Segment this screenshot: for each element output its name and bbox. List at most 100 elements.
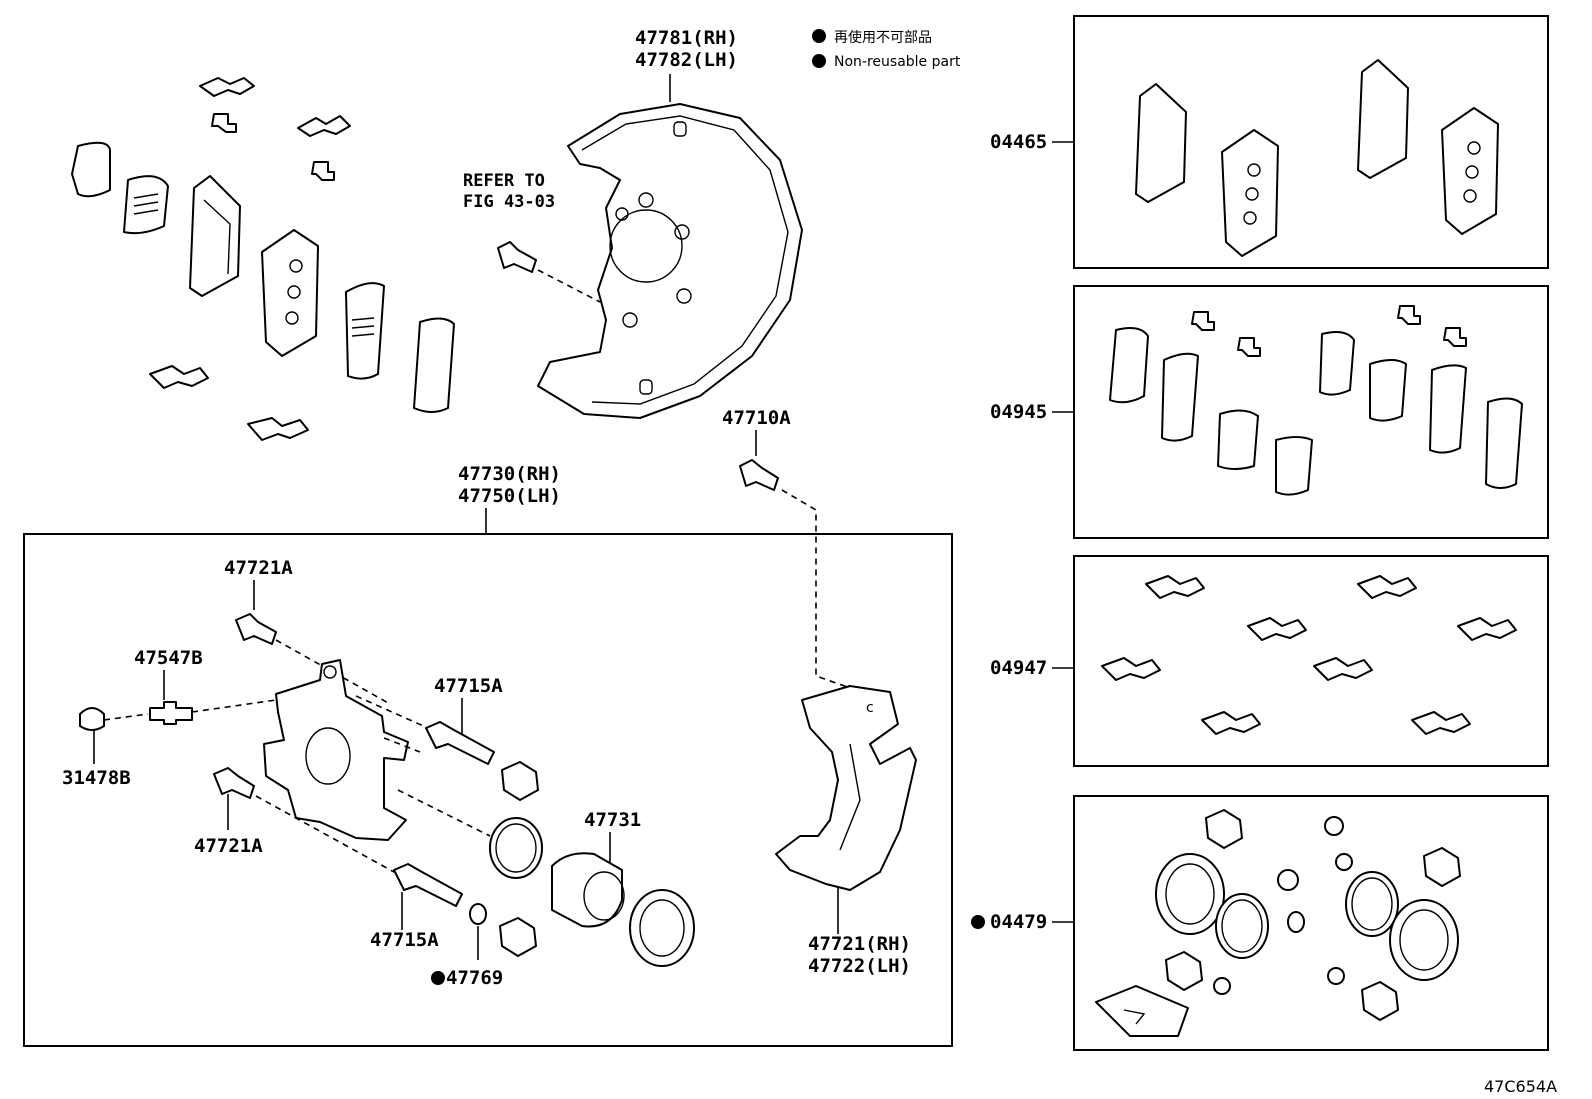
label-kit-04945: 04945: [990, 401, 1047, 423]
brake-pad-icon: [261, 229, 319, 357]
label-dust-cover-lh: 47782(LH): [635, 49, 738, 71]
seal-ring-icon: [1277, 869, 1299, 891]
pad-clip-icon: [1457, 617, 1517, 641]
dust-cover-group: 47781(RH) 47782(LH): [537, 27, 803, 419]
pad-shim-icon: [1369, 359, 1407, 422]
brake-pad-icon: [1221, 129, 1279, 257]
pad-shim-icon: [1275, 436, 1313, 496]
bolt-icon: [235, 613, 277, 645]
grease-packet-icon: [1095, 985, 1189, 1037]
brake-pad-icon: [1357, 59, 1409, 179]
kit-04465: 04465: [990, 15, 1549, 269]
legend-en: Non-reusable part: [834, 54, 961, 70]
label-bolt-47721A-bottom: 47721A: [194, 835, 263, 857]
reference-line1: REFER TO: [463, 171, 545, 191]
figure-code: 47C654A: [1484, 1077, 1557, 1096]
label-piston-47731: 47731: [584, 809, 641, 831]
pad-clip-icon: [1201, 711, 1261, 735]
disc-dust-cover-icon: [537, 103, 803, 419]
caliper-body-icon: [263, 659, 409, 841]
anti-rattle-spring-icon: [1443, 327, 1467, 347]
brake-pad-icon: [189, 175, 241, 297]
brake-pad-icon: [1135, 83, 1187, 203]
pad-shim-icon: [345, 282, 385, 380]
slide-pin-icon: [425, 721, 495, 765]
pad-shim-icon: [71, 141, 111, 198]
seal-ring-icon: [1287, 911, 1305, 933]
seal-ring-icon: [469, 903, 487, 925]
label-kit-04947: 04947: [990, 657, 1047, 679]
pad-clip-icon: [247, 417, 309, 441]
bolt-icon: [497, 241, 537, 273]
label-pin-47715A-bottom: 47715A: [370, 929, 439, 951]
label-ring-47769: 47769: [446, 967, 503, 989]
pad-shim-icon: [1485, 397, 1523, 489]
seal-ring-icon: [1324, 816, 1344, 836]
bolt-icon: [213, 767, 255, 799]
pad-clip-icon: [1357, 575, 1417, 599]
label-cap-31478B: 31478B: [62, 767, 131, 789]
brake-pad-icon: [1441, 107, 1499, 235]
label-dust-cover-rh: 47781(RH): [635, 27, 738, 49]
pin-boot-icon: [501, 761, 539, 801]
label-bolt-47721A-top: 47721A: [224, 557, 293, 579]
kit-04465-frame: [1073, 15, 1549, 269]
label-kit-04465: 04465: [990, 131, 1047, 153]
seal-ring-icon: [1335, 853, 1353, 871]
piston-boot-icon: [1155, 853, 1225, 935]
label-caliper-lh: 47750(LH): [458, 485, 561, 507]
anti-rattle-spring-icon: [311, 161, 335, 181]
non-reusable-marker-icon: [431, 971, 445, 985]
reference-line2: FIG 43-03: [463, 192, 555, 212]
label-kit-04479: 04479: [990, 911, 1047, 933]
caliper-frame: [23, 533, 953, 1047]
anti-rattle-spring-icon: [1237, 337, 1261, 357]
slide-pin-icon: [393, 863, 463, 907]
kit-04479: 04479: [971, 795, 1549, 1051]
non-reusable-marker-icon: [812, 54, 826, 68]
piston-boot-icon: [1389, 899, 1459, 981]
kit-04947-frame: [1073, 555, 1549, 767]
pad-shim-icon: [1429, 364, 1467, 454]
seal-ring-icon: [1327, 967, 1345, 985]
legend: 再使用不可部品 Non-reusable part: [812, 29, 961, 70]
seal-ring-icon: [1213, 977, 1231, 995]
pad-clip-icon: [297, 115, 351, 137]
pin-boot-icon: [1165, 951, 1203, 991]
pad-shim-icon: [1161, 352, 1199, 442]
bolt-icon: [739, 459, 779, 491]
pin-boot-icon: [1423, 847, 1461, 887]
anti-rattle-spring-icon: [1191, 311, 1215, 331]
kit-04479-frame: [1073, 795, 1549, 1051]
mounting-bracket-icon: [775, 685, 917, 891]
non-reusable-marker-icon: [971, 915, 985, 929]
pin-boot-icon: [1205, 809, 1243, 849]
piston-icon: [551, 852, 623, 928]
pad-clip-icon: [199, 77, 255, 97]
piston-seal-icon: [489, 817, 543, 879]
kit-04945-frame: [1073, 285, 1549, 539]
bleeder-cap-icon: [79, 707, 105, 731]
label-bleeder-47547B: 47547B: [134, 647, 203, 669]
pad-clip-icon: [149, 365, 209, 389]
pad-shim-icon: [1109, 327, 1149, 404]
pad-shim-icon: [1319, 331, 1355, 396]
anti-rattle-spring-icon: [1397, 305, 1421, 325]
kit-04947: 04947: [990, 555, 1549, 767]
pad-shim-icon: [413, 317, 455, 413]
label-mounting-lh: 47722(LH): [808, 955, 911, 977]
label-pin-47715A-top: 47715A: [434, 675, 503, 697]
anti-rattle-spring-icon: [211, 113, 237, 133]
bolt-47710A-group: 47710A: [722, 407, 857, 691]
pad-clip-icon: [1411, 711, 1471, 735]
pad-clip-icon: [1247, 617, 1307, 641]
pin-boot-icon: [1361, 981, 1399, 1021]
piston-seal-icon: [1215, 893, 1269, 959]
svg-text:c: c: [866, 700, 874, 716]
pad-clip-icon: [1101, 657, 1161, 681]
reference-note: REFER TO FIG 43-03: [463, 171, 601, 303]
kit-04945: 04945: [990, 285, 1549, 539]
caliper-assembly-box: 47730(RH) 47750(LH) 47721A 47547B 31478B…: [23, 463, 953, 1047]
pad-parts-group: [71, 77, 455, 441]
